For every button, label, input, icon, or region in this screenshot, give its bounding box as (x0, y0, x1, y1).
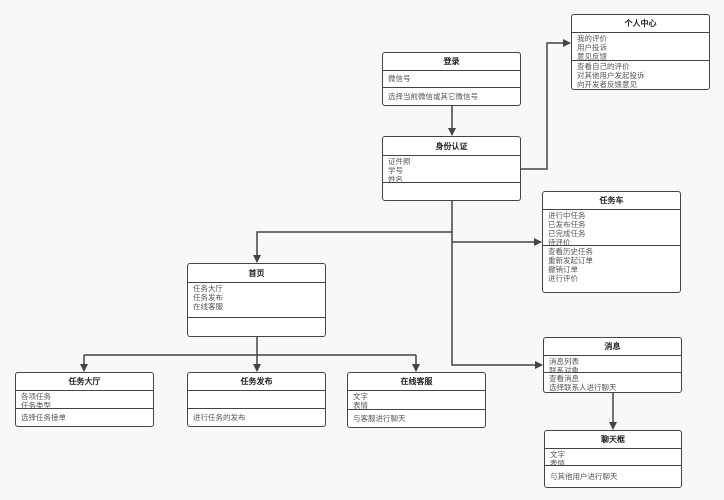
class-member: 已发布任务 (548, 220, 586, 230)
class-ops: 选择当前微信或其它微信号 (383, 88, 520, 105)
class-ops: 查看历史任务重新发起订单撤销订单进行评价 (543, 246, 680, 292)
class-attrs: 各项任务任务类型 (16, 391, 153, 409)
class-member: 在线客服 (193, 302, 223, 312)
class-personal[interactable]: 个人中心我的评价用户投诉意见反馈查看自己的评价对其他用户发起投诉向开发者反馈意见 (571, 14, 710, 90)
class-title: 聊天框 (545, 431, 681, 449)
class-member: 与其他用户进行聊天 (550, 472, 618, 482)
class-ops (188, 318, 325, 336)
class-member: 表情 (550, 458, 565, 467)
class-cart[interactable]: 任务车进行中任务已发布任务已完成任务待评价查看历史任务重新发起订单撤销订单进行评… (542, 191, 681, 293)
class-attrs: 任务大厅任务发布在线客服 (188, 283, 325, 318)
class-member: 联系对象 (549, 365, 579, 374)
arrow-identity-home (253, 231, 452, 263)
class-hall[interactable]: 任务大厅各项任务任务类型选择任务接单 (15, 372, 154, 427)
class-member: 重新发起订单 (548, 256, 593, 266)
class-member: 与客服进行聊天 (353, 413, 406, 423)
class-member: 对其他用户发起投诉 (577, 71, 645, 81)
class-ops (383, 183, 520, 200)
class-member: 消息列表 (549, 356, 579, 366)
class-member: 任务发布 (193, 293, 223, 303)
class-member: 待评价 (548, 238, 571, 247)
class-member: 选择任务接单 (21, 412, 66, 422)
class-attrs (188, 391, 325, 409)
class-member: 已完成任务 (548, 229, 586, 239)
class-member: 查看历史任务 (548, 247, 593, 257)
class-attrs: 微信号 (383, 71, 520, 88)
class-ops: 与其他用户进行聊天 (545, 466, 681, 487)
class-member: 进行任务的发布 (193, 412, 246, 422)
class-member: 意见反馈 (577, 52, 607, 62)
class-attrs: 文字表情 (545, 449, 681, 467)
class-member: 撤销订单 (548, 265, 578, 275)
class-title: 消息 (544, 338, 681, 356)
class-member: 选择当前微信或其它微信号 (388, 91, 478, 101)
class-member: 查看自己的评价 (577, 62, 630, 72)
class-member: 各项任务 (21, 391, 51, 401)
class-title: 任务车 (543, 192, 680, 211)
class-member: 表情 (353, 400, 368, 410)
class-member: 进行中任务 (548, 211, 586, 221)
class-member: 我的评价 (577, 34, 607, 44)
class-identity[interactable]: 身份认证证件照学号姓名 (382, 136, 521, 201)
class-attrs: 证件照学号姓名 (383, 156, 520, 183)
class-title: 首页 (188, 264, 325, 284)
class-message[interactable]: 消息消息列表联系对象查看消息选择联系人进行聊天 (543, 337, 682, 393)
class-ops: 进行任务的发布 (188, 409, 325, 426)
class-ops: 选择任务接单 (16, 409, 153, 426)
class-publish[interactable]: 任务发布进行任务的发布 (187, 372, 326, 427)
class-member: 任务类型 (21, 400, 51, 409)
class-attrs: 我的评价用户投诉意见反馈 (572, 33, 709, 62)
class-member: 查看消息 (549, 374, 579, 384)
class-ops: 查看自己的评价对其他用户发起投诉向开发者反馈意见 (572, 61, 709, 89)
class-member: 证件照 (388, 157, 411, 167)
class-member: 用户投诉 (577, 43, 607, 53)
class-ops: 与客服进行聊天 (348, 410, 485, 427)
class-service[interactable]: 在线客服文字表情与客服进行聊天 (347, 372, 486, 428)
class-attrs: 消息列表联系对象 (544, 356, 681, 374)
class-member: 任务大厅 (193, 284, 223, 294)
class-member: 微信号 (388, 74, 411, 84)
class-member: 姓名 (388, 175, 403, 183)
class-home[interactable]: 首页任务大厅任务发布在线客服 (187, 263, 326, 337)
class-title: 任务大厅 (16, 373, 153, 391)
class-attrs: 进行中任务已发布任务已完成任务待评价 (543, 210, 680, 247)
class-attrs: 文字表情 (348, 391, 485, 410)
class-member: 文字 (353, 391, 368, 401)
line-identity-trunk (451, 201, 543, 369)
class-title: 登录 (383, 53, 520, 71)
class-title: 身份认证 (383, 137, 520, 157)
class-title: 个人中心 (572, 15, 709, 34)
class-chat[interactable]: 聊天框文字表情与其他用户进行聊天 (544, 430, 682, 488)
class-login[interactable]: 登录微信号选择当前微信或其它微信号 (382, 52, 521, 106)
class-title: 任务发布 (188, 373, 325, 391)
arrow-identity-personal (521, 39, 571, 170)
class-member: 向开发者反馈意见 (577, 80, 637, 89)
class-member: 进行评价 (548, 274, 578, 284)
class-ops: 查看消息选择联系人进行聊天 (544, 373, 681, 392)
class-title: 在线客服 (348, 373, 485, 391)
class-member: 学号 (388, 166, 403, 176)
class-member: 文字 (550, 449, 565, 459)
class-member: 选择联系人进行聊天 (549, 383, 617, 392)
